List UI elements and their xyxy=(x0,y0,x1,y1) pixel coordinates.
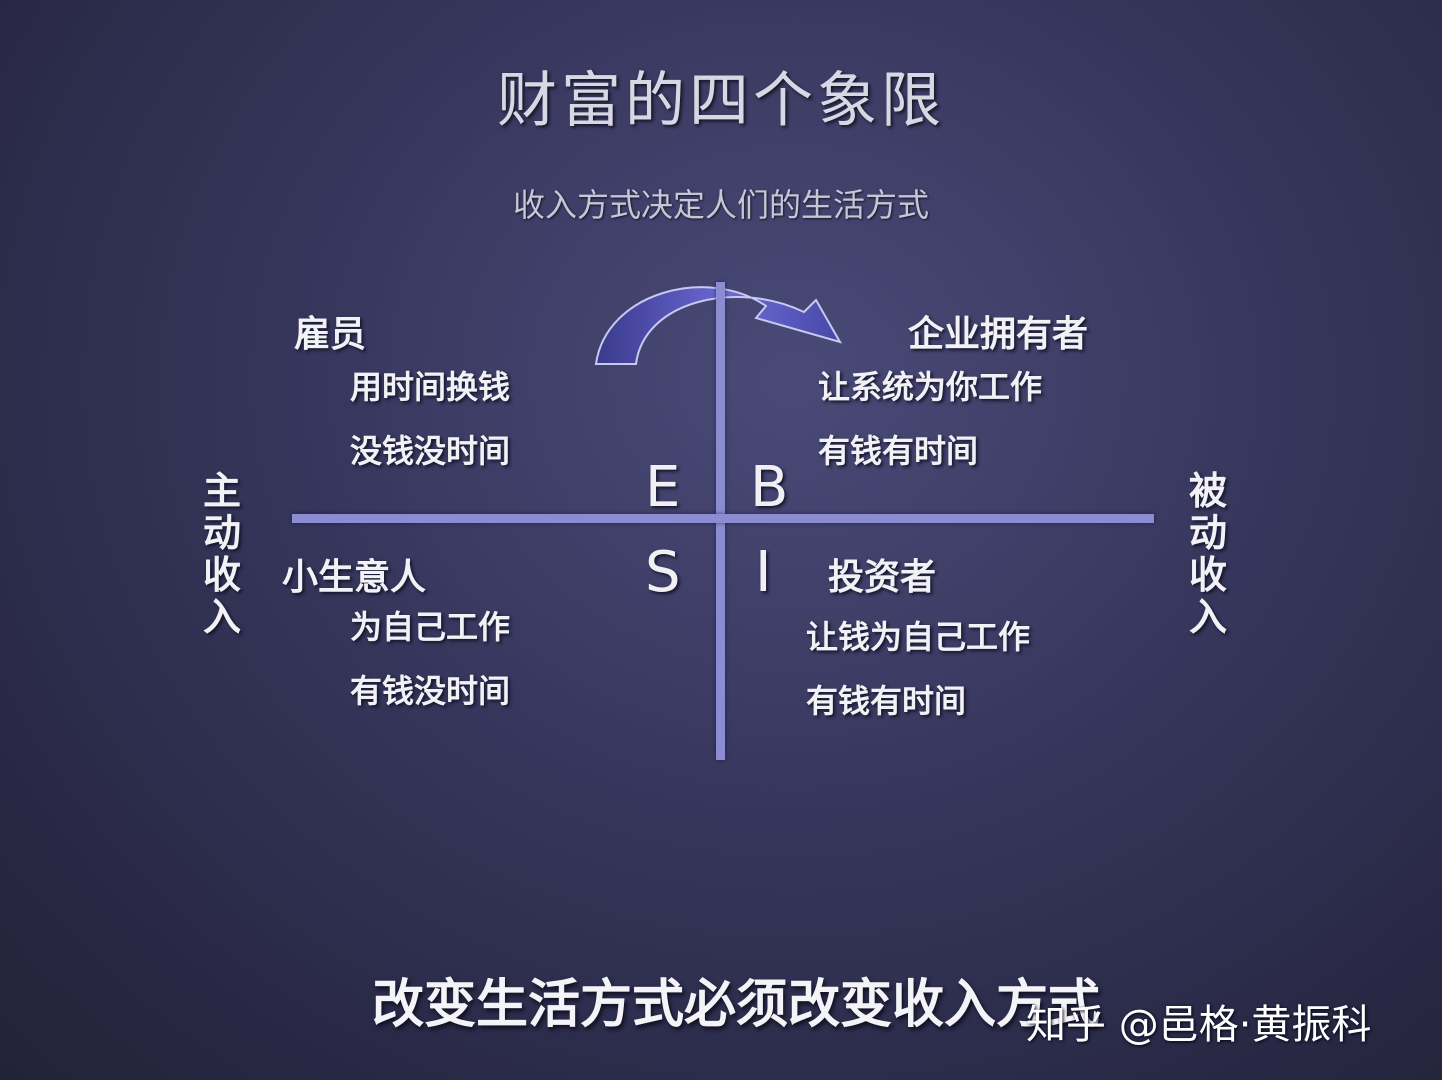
employee-line-2: 没钱没时间 xyxy=(350,432,511,470)
diagram-subtitle: 收入方式决定人们的生活方式 xyxy=(512,186,929,224)
business-owner-line-2: 有钱有时间 xyxy=(818,432,979,470)
quadrant-letter-s: S xyxy=(645,540,681,605)
investor-line-1: 让钱为自己工作 xyxy=(806,618,1031,656)
employee-line-1: 用时间换钱 xyxy=(350,368,511,406)
self-employed-line-2: 有钱没时间 xyxy=(350,672,511,710)
quadrant-letter-e: E xyxy=(645,455,681,520)
quadrant-letter-i: I xyxy=(755,540,772,605)
curved-arrow-right-icon xyxy=(594,286,843,365)
quadrant-letter-b: B xyxy=(750,455,789,520)
business-owner-line-1: 让系统为你工作 xyxy=(818,368,1043,406)
bottom-statement: 改变生活方式必须改变收入方式 xyxy=(372,975,1101,1035)
horizontal-axis xyxy=(292,514,1154,523)
employee-role: 雇员 xyxy=(294,314,367,355)
investor-line-2: 有钱有时间 xyxy=(806,682,967,720)
watermark: 知乎 @邑格·黄振科 xyxy=(1026,1002,1372,1048)
business-owner-role: 企业拥有者 xyxy=(908,314,1089,355)
passive-income-label: 被动收入 xyxy=(1188,469,1227,639)
active-income-label: 主动收入 xyxy=(202,469,241,639)
diagram-title: 财富的四个象限 xyxy=(497,66,945,136)
self-employed-role: 小生意人 xyxy=(282,557,427,598)
self-employed-line-1: 为自己工作 xyxy=(350,608,511,646)
investor-role: 投资者 xyxy=(828,557,937,598)
